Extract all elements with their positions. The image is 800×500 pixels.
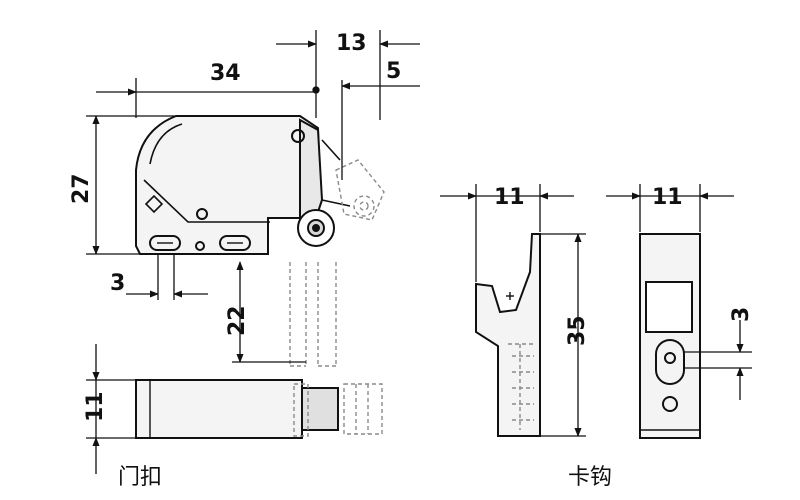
dim-hook-front-width: 11 (652, 185, 683, 210)
latch-open-position (289, 159, 385, 367)
dim-arm-drop: 22 (225, 305, 250, 336)
hook-side-hidden (508, 343, 534, 430)
latch-slot-left (149, 235, 181, 251)
dim-arm-gap: 5 (386, 59, 401, 84)
hook-front-view (639, 233, 701, 439)
latch-side-view (135, 115, 351, 255)
hook-side-view (475, 233, 541, 437)
latch-hole-mid (196, 208, 208, 220)
latch-top-view (135, 379, 339, 439)
dim-hook-height: 35 (565, 315, 590, 346)
latch-inner-contour (143, 123, 270, 223)
hook-front-body (639, 233, 701, 439)
dim-latch-depth: 11 (83, 391, 108, 422)
latch-slot-right (219, 235, 251, 251)
dim-hook-width: 11 (494, 185, 525, 210)
caption-hook: 卡钩 (568, 465, 612, 490)
dim-arm-offset: 13 (336, 31, 367, 56)
dim-latch-width: 34 (210, 61, 241, 86)
hook-front-hole (662, 396, 678, 412)
hook-profile (475, 233, 541, 437)
latch-hole-top (291, 129, 305, 143)
dim-slot-spacing: 3 (110, 271, 125, 296)
latch-top-hidden (293, 383, 383, 437)
hook-front-window (645, 281, 693, 333)
dim-hook-slot: 3 (729, 307, 754, 322)
hook-front-slot-hole (664, 352, 676, 364)
dimension-lines (86, 30, 752, 474)
latch-pivot (144, 194, 164, 214)
hook-front-slot (655, 339, 685, 385)
latch-top-body (135, 379, 303, 439)
dim-latch-height: 27 (69, 173, 94, 204)
caption-latch: 门扣 (118, 465, 162, 490)
latch-hole-low (195, 241, 205, 251)
